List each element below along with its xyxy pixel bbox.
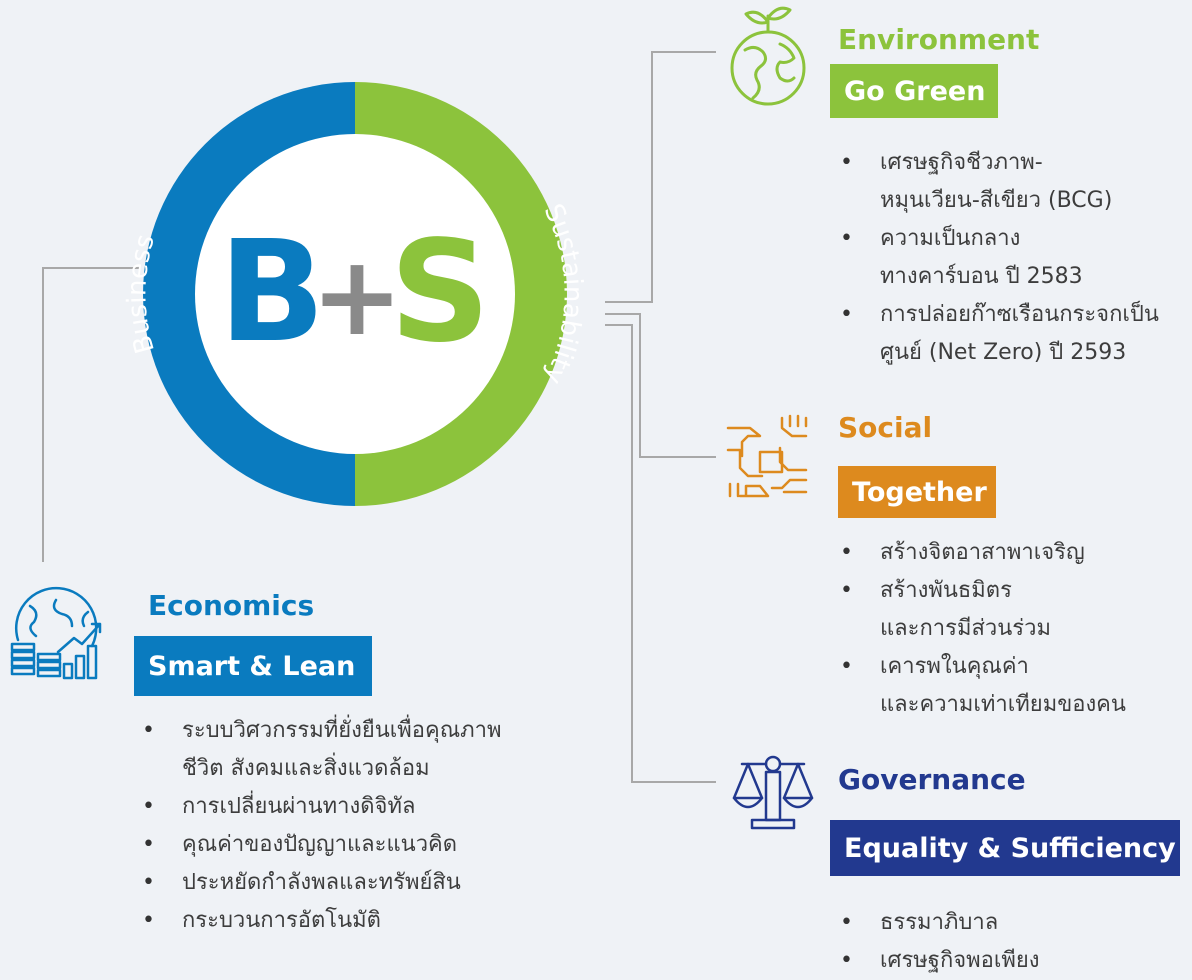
environment-bullet-text: ทางคาร์บอน ปี 2583: [880, 264, 1083, 289]
center-plus: +: [311, 232, 403, 360]
governance-bullet-item: ธรรมาภิบาล: [840, 904, 1040, 942]
ring-inner-circle: [195, 134, 515, 454]
pillar-environment-tag: Go Green: [830, 64, 998, 118]
environment-bullet-text: ศูนย์ (Net Zero) ปี 2593: [880, 340, 1127, 365]
environment-bullet-text: เศรษฐกิจชีวภาพ-: [880, 150, 1043, 175]
environment-category: Environment: [838, 23, 1040, 56]
social-bullet-text: และความเท่าเทียมของคน: [880, 692, 1126, 717]
pillar-environment: Environment: [838, 26, 1039, 54]
pillar-economics: Economics: [148, 592, 314, 620]
pillar-governance: Governance: [838, 766, 1026, 794]
environment-bullet-item: เศรษฐกิจชีวภาพ- หมุนเวียน-สีเขียว (BCG): [840, 144, 1159, 220]
social-bullet-text: เคารพในคุณค่า: [880, 654, 1029, 679]
economics-tagline: Smart & Lean: [134, 636, 372, 696]
economics-bullet-item: กระบวนการอัตโนมัติ: [142, 902, 501, 940]
connector-economics: [42, 267, 140, 562]
governance-bullet-item: เศรษฐกิจพอเพียง: [840, 942, 1040, 980]
governance-bullet-text: เศรษฐกิจพอเพียง: [880, 948, 1040, 973]
connector-governance: [605, 324, 716, 783]
globe-coins-growth-icon: [10, 586, 102, 680]
pillar-social-tag: Together: [838, 466, 996, 518]
pillar-social: Social: [838, 414, 932, 442]
economics-bullet-item: ประหยัดกำลังพลและทรัพย์สิน: [142, 864, 501, 902]
social-bullet-item: สร้างจิตอาสาพาเจริญ: [840, 534, 1126, 572]
environment-bullet-text: การปล่อยก๊าซเรือนกระจกเป็น: [880, 302, 1159, 327]
economics-bullet-text: ประหยัดกำลังพลและทรัพย์สิน: [182, 870, 461, 895]
pillar-governance-tag: Equality & Sufficiency: [830, 820, 1180, 876]
economics-bullet-text: คุณค่าของปัญญาและแนวคิด: [182, 832, 458, 857]
social-bullets: สร้างจิตอาสาพาเจริญสร้างพันธมิตรและการมี…: [840, 534, 1126, 724]
economics-category: Economics: [148, 589, 315, 622]
globe-sprout-icon: [730, 6, 806, 106]
governance-bullet-text: ธรรมาภิบาล: [880, 910, 999, 935]
social-bullet-text: สร้างพันธมิตร: [880, 578, 1012, 603]
economics-bullet-text: กระบวนการอัตโนมัติ: [182, 908, 381, 933]
social-tagline: Together: [838, 466, 996, 518]
social-bullet-text: สร้างจิตอาสาพาเจริญ: [880, 540, 1085, 565]
economics-bullet-text: การเปลี่ยนผ่านทางดิจิทัล: [182, 794, 416, 819]
connector-environment: [605, 51, 716, 303]
governance-tagline: Equality & Sufficiency: [830, 820, 1180, 876]
social-bullet-text: และการมีส่วนร่วม: [880, 616, 1051, 641]
governance-category: Governance: [838, 763, 1026, 796]
connector-lines: [42, 51, 716, 783]
balance-scale-icon: [732, 755, 814, 830]
economics-bullet-item: คุณค่าของปัญญาและแนวคิด: [142, 826, 501, 864]
economics-bullet-text: ระบบวิศวกรรมที่ยั่งยืนเพื่อคุณภาพ: [182, 718, 502, 743]
environment-bullets: เศรษฐกิจชีวภาพ- หมุนเวียน-สีเขียว (BCG) คว…: [840, 144, 1159, 372]
economics-bullet-item: การเปลี่ยนผ่านทางดิจิทัล: [142, 788, 501, 826]
social-category: Social: [838, 411, 933, 444]
center-letter-b: B: [219, 211, 326, 374]
environment-bullet-text: ความเป็นกลาง: [880, 226, 1021, 251]
environment-bullet-text: หมุนเวียน-สีเขียว (BCG): [880, 188, 1113, 213]
linked-hands-icon: [726, 414, 808, 498]
environment-bullet-item: การปล่อยก๊าซเรือนกระจกเป็นศูนย์ (Net Zer…: [840, 296, 1159, 372]
economics-bullet-text: ชีวิต สังคมและสิ่งแวดล้อม: [182, 756, 430, 781]
pillar-economics-tag: Smart & Lean: [134, 636, 372, 696]
environment-tagline: Go Green: [830, 64, 998, 118]
governance-bullets: ธรรมาภิบาลเศรษฐกิจพอเพียง: [840, 904, 1040, 980]
center-letter-s: S: [390, 211, 491, 374]
bs-ring: Business Sustainability B + S: [122, 82, 588, 506]
connector-social: [605, 313, 716, 458]
